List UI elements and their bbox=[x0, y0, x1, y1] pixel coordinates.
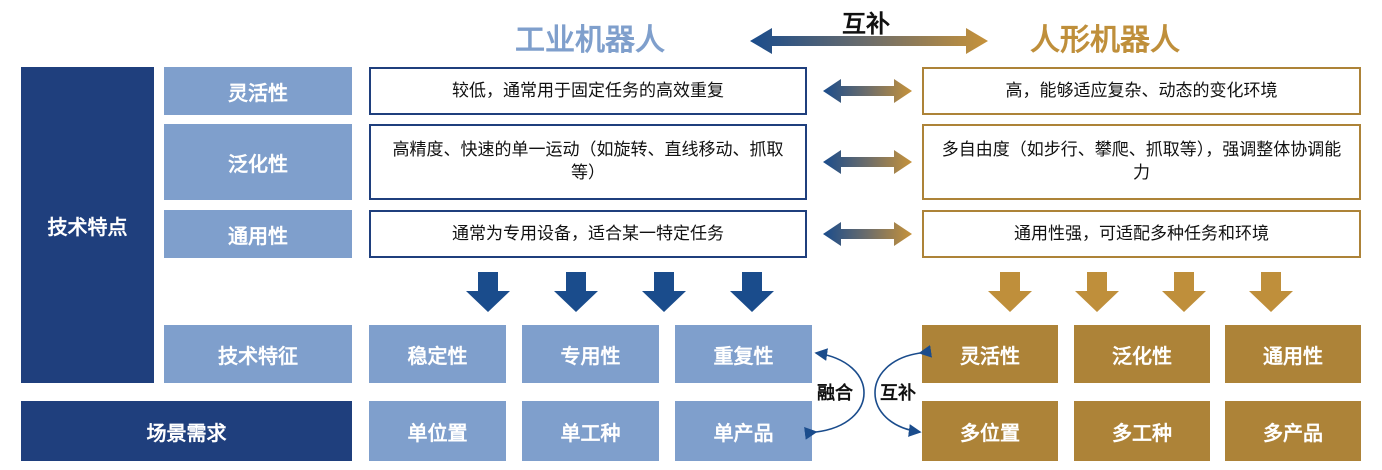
blue-down-arrow-2 bbox=[554, 272, 598, 312]
fusion-curve bbox=[804, 348, 865, 440]
blue-down-arrow-1 bbox=[466, 272, 510, 312]
industrial-scenario-single-product: 单产品 bbox=[675, 401, 812, 461]
humanoid-scenario-multi-position: 多位置 bbox=[922, 401, 1058, 461]
industrial-versatility-desc: 通常为专用设备，适合某一特定任务 bbox=[369, 210, 807, 258]
humanoid-scenario-multi-job: 多工种 bbox=[1074, 401, 1210, 461]
complement-label: 互补 bbox=[880, 383, 916, 404]
blue-down-arrow-3 bbox=[642, 272, 686, 312]
humanoid-scenario-multi-product: 多产品 bbox=[1225, 401, 1361, 461]
humanoid-characteristic-versatility: 通用性 bbox=[1225, 325, 1361, 383]
humanoid-flexibility-desc: 高，能够适应复杂、动态的变化环境 bbox=[922, 67, 1361, 115]
scenario-demand-label: 场景需求 bbox=[21, 401, 352, 461]
feature-label-versatility: 通用性 bbox=[164, 210, 352, 258]
industrial-flexibility-desc: 较低，通常用于固定任务的高效重复 bbox=[369, 67, 807, 115]
industrial-characteristic-stability: 稳定性 bbox=[369, 325, 506, 383]
gold-down-arrow-1 bbox=[988, 272, 1032, 312]
row1-double-arrow bbox=[823, 79, 912, 103]
complement-curve bbox=[874, 344, 933, 437]
row2-double-arrow bbox=[823, 150, 912, 174]
tech-features-label: 技术特点 bbox=[21, 67, 154, 383]
humanoid-robot-title: 人形机器人 bbox=[1030, 23, 1180, 58]
feature-label-flexibility: 灵活性 bbox=[164, 67, 352, 115]
gold-down-arrow-2 bbox=[1075, 272, 1119, 312]
humanoid-versatility-desc: 通用性强，可适配多种任务和环境 bbox=[922, 210, 1361, 258]
fusion-label: 融合 bbox=[817, 383, 853, 404]
humanoid-generalization-desc: 多自由度（如步行、攀爬、抓取等），强调整体协调能力 bbox=[922, 124, 1361, 200]
industrial-scenario-single-job: 单工种 bbox=[522, 401, 659, 461]
tech-characteristics-label: 技术特征 bbox=[164, 325, 352, 383]
top-double-arrow bbox=[750, 28, 988, 54]
blue-down-arrow-4 bbox=[730, 272, 774, 312]
industrial-generalization-desc: 高精度、快速的单一运动（如旋转、直线移动、抓取等） bbox=[369, 124, 807, 200]
humanoid-characteristic-generalization: 泛化性 bbox=[1074, 325, 1210, 383]
industrial-scenario-single-position: 单位置 bbox=[369, 401, 506, 461]
humanoid-characteristic-flexibility: 灵活性 bbox=[922, 325, 1058, 383]
industrial-characteristic-repeatability: 重复性 bbox=[675, 325, 812, 383]
gold-down-arrow-4 bbox=[1249, 272, 1293, 312]
gold-down-arrow-3 bbox=[1162, 272, 1206, 312]
feature-label-generalization: 泛化性 bbox=[164, 124, 352, 200]
industrial-robot-title: 工业机器人 bbox=[515, 23, 665, 58]
industrial-characteristic-specialization: 专用性 bbox=[522, 325, 659, 383]
row3-double-arrow bbox=[823, 222, 912, 246]
complement-header-label: 互补 bbox=[842, 9, 890, 38]
